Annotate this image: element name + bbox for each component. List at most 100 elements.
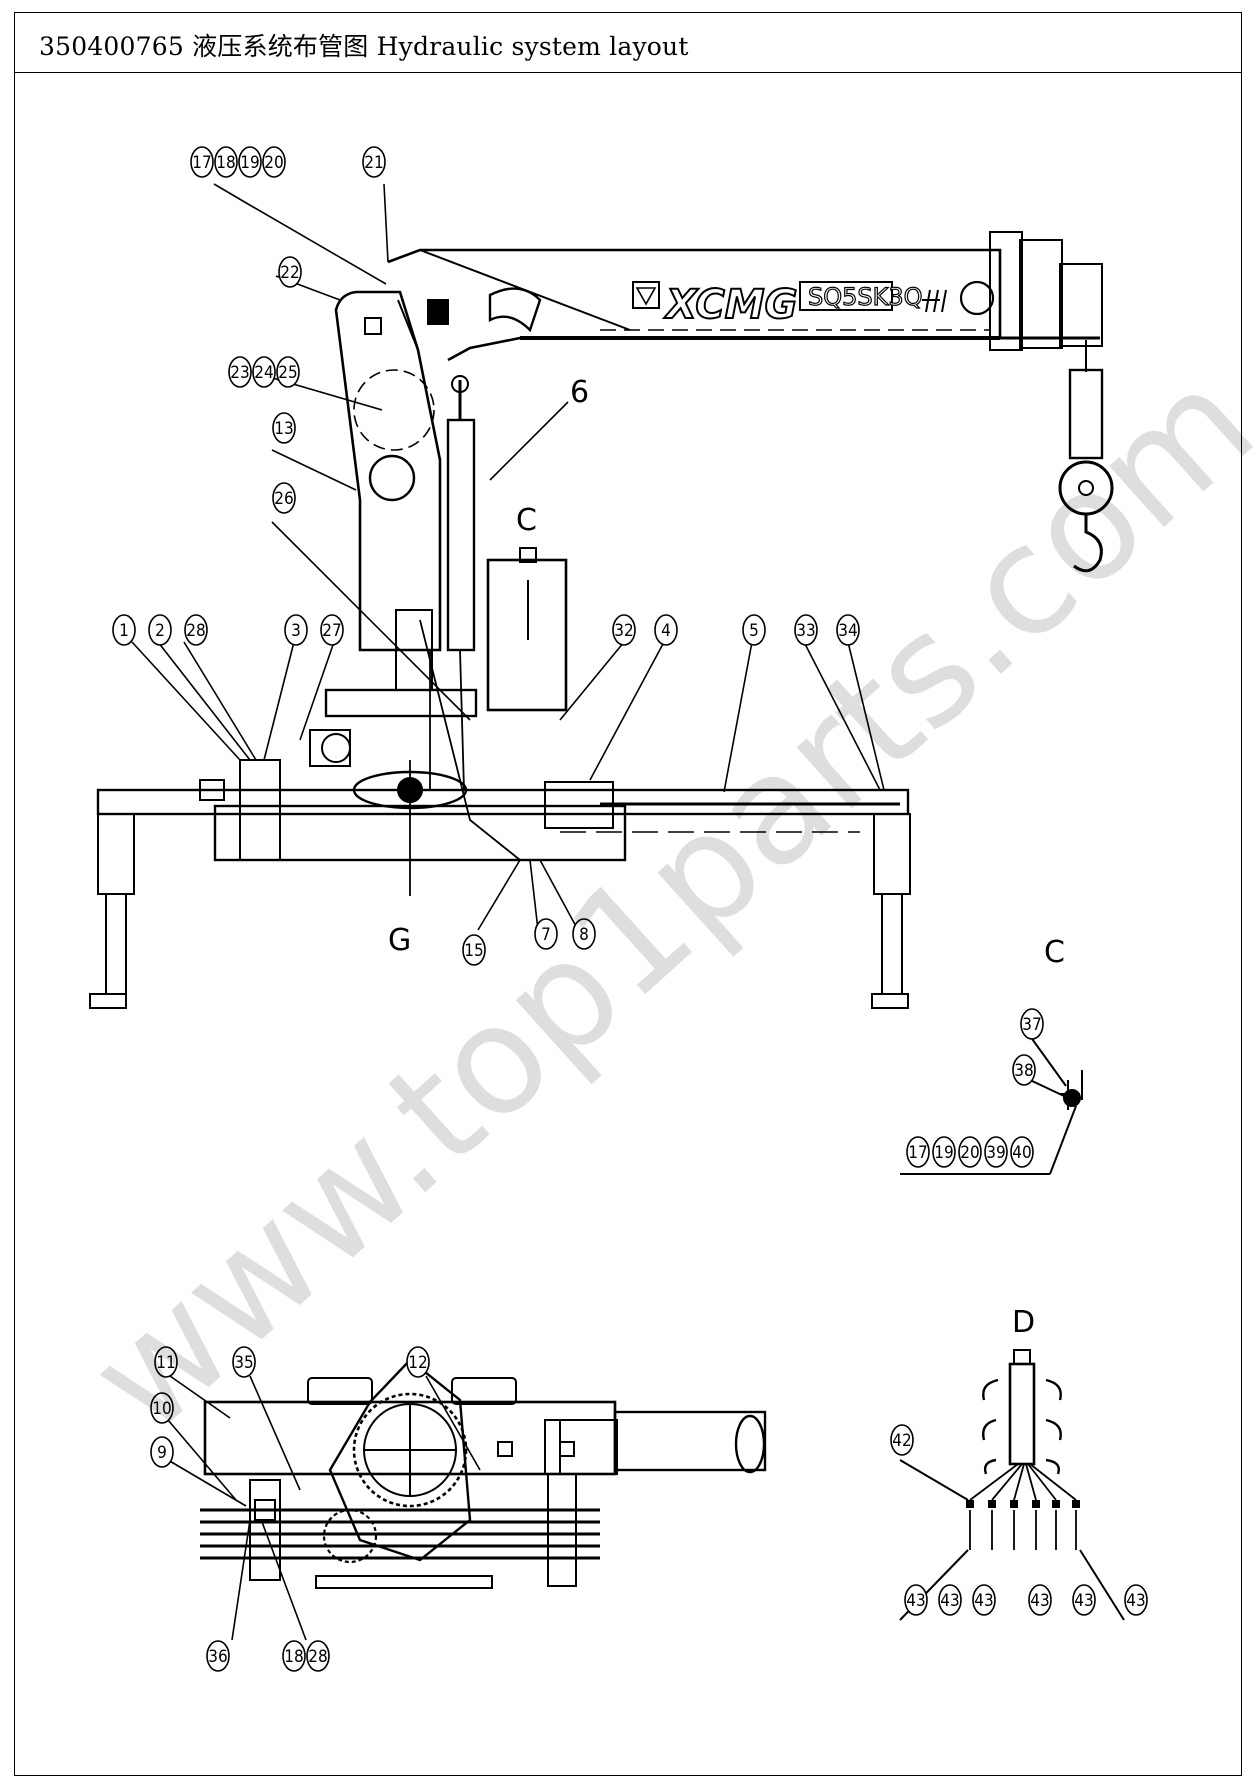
callout-d19: 19	[932, 1136, 956, 1168]
svg-text:12: 12	[408, 1353, 427, 1373]
callout-group-side: 17 18 19 20 21 22 23 24 25 13 26 1 2 28 …	[112, 146, 923, 966]
svg-text:7: 7	[541, 925, 551, 945]
svg-text:38: 38	[1014, 1061, 1033, 1081]
svg-text:20: 20	[960, 1143, 979, 1163]
callout-43f: 43	[1124, 1584, 1148, 1616]
svg-text:8: 8	[579, 925, 589, 945]
page-title: 350400765 液压系统布管图 Hydraulic system layou…	[39, 32, 689, 61]
svg-text:10: 10	[152, 1399, 171, 1419]
callout-b18: 18	[282, 1640, 306, 1672]
callout-5: 5	[742, 614, 766, 646]
callout-20: 20	[262, 146, 286, 178]
svg-text:43: 43	[1126, 1591, 1145, 1611]
callout-18: 18	[214, 146, 238, 178]
svg-text:17: 17	[192, 153, 211, 173]
callout-38: 38	[1012, 1054, 1036, 1086]
callout-32: 32	[612, 614, 636, 646]
svg-text:39: 39	[986, 1143, 1005, 1163]
svg-text:42: 42	[892, 1431, 911, 1451]
svg-text:18: 18	[284, 1647, 303, 1667]
svg-text:32: 32	[614, 621, 633, 641]
svg-text:4: 4	[661, 621, 671, 641]
callout-43b: 43	[938, 1584, 962, 1616]
detail-c-view: C 37 38 17 19 20 39 40	[900, 935, 1083, 1175]
svg-text:17: 17	[908, 1143, 927, 1163]
callout-17: 17	[190, 146, 214, 178]
callout-15: 15	[462, 934, 486, 966]
callout-27: 27	[320, 614, 344, 646]
svg-text:33: 33	[796, 621, 815, 641]
model-plate-text: SQ5SK3Q	[808, 283, 923, 311]
callout-2: 2	[148, 614, 172, 646]
callout-23: 23	[228, 356, 252, 388]
callout-10: 10	[150, 1392, 174, 1424]
detail-d-title: D	[1012, 1305, 1035, 1340]
callout-33: 33	[794, 614, 818, 646]
drawing-frame: 350400765 液压系统布管图 Hydraulic system layou…	[14, 12, 1242, 1776]
callout-25: 25	[276, 356, 300, 388]
crane-plan-view	[200, 1358, 767, 1589]
svg-text:1: 1	[119, 621, 129, 641]
svg-text:43: 43	[974, 1591, 993, 1611]
callout-43a: 43	[904, 1584, 928, 1616]
svg-text:24: 24	[254, 363, 273, 383]
svg-text:23: 23	[230, 363, 249, 383]
callout-37: 37	[1020, 1008, 1044, 1040]
callout-43e: 43	[1072, 1584, 1096, 1616]
svg-text:34: 34	[838, 621, 857, 641]
svg-text:35: 35	[234, 1353, 253, 1373]
callout-6: 6	[570, 375, 589, 410]
svg-text:20: 20	[264, 153, 283, 173]
callout-group-plan: 11 35 12 10 9 36 18 28	[150, 1346, 430, 1672]
callout-7: 7	[534, 918, 558, 950]
callout-4: 4	[654, 614, 678, 646]
callout-28: 28	[184, 614, 208, 646]
view-label-c-top: C	[516, 503, 537, 538]
leader-lines-plan	[167, 1375, 481, 1641]
svg-text:28: 28	[186, 621, 205, 641]
callout-8: 8	[572, 918, 596, 950]
detail-c-title: C	[1044, 935, 1065, 970]
callout-3: 3	[284, 614, 308, 646]
svg-text:37: 37	[1022, 1015, 1041, 1035]
svg-text:2: 2	[155, 621, 165, 641]
svg-text:36: 36	[208, 1647, 227, 1667]
svg-text:25: 25	[278, 363, 297, 383]
crane-side-view	[89, 231, 1114, 1009]
svg-text:3: 3	[291, 621, 301, 641]
svg-text:28: 28	[308, 1647, 327, 1667]
svg-text:43: 43	[940, 1591, 959, 1611]
callout-12: 12	[406, 1346, 430, 1378]
svg-text:13: 13	[274, 419, 293, 439]
svg-text:5: 5	[749, 621, 759, 641]
callout-39: 39	[984, 1136, 1008, 1168]
callout-43d: 43	[1028, 1584, 1052, 1616]
svg-text:19: 19	[934, 1143, 953, 1163]
detail-d-view: D 42 43 43 43 43 43 43	[890, 1305, 1148, 1621]
svg-text:43: 43	[1030, 1591, 1049, 1611]
svg-text:43: 43	[1074, 1591, 1093, 1611]
svg-text:15: 15	[464, 941, 483, 961]
callout-42: 42	[890, 1424, 914, 1456]
svg-text:40: 40	[1012, 1143, 1031, 1163]
callout-35: 35	[232, 1346, 256, 1378]
svg-text:22: 22	[280, 263, 299, 283]
svg-text:26: 26	[274, 489, 293, 509]
callout-24: 24	[252, 356, 276, 388]
watermark-text: www.top1parts.com	[58, 336, 1257, 1467]
title-bar: 350400765 液压系统布管图 Hydraulic system layou…	[15, 13, 1241, 73]
svg-text:18: 18	[216, 153, 235, 173]
callout-43c: 43	[972, 1584, 996, 1616]
callout-9: 9	[150, 1436, 174, 1468]
callout-11: 11	[154, 1346, 178, 1378]
svg-text:9: 9	[157, 1443, 167, 1463]
section-label-g: G	[388, 923, 411, 958]
callout-1: 1	[112, 614, 136, 646]
callout-34: 34	[836, 614, 860, 646]
callout-b28: 28	[306, 1640, 330, 1672]
callout-40: 40	[1010, 1136, 1034, 1168]
svg-text:21: 21	[364, 153, 383, 173]
callout-d20: 20	[958, 1136, 982, 1168]
callout-d17: 17	[906, 1136, 930, 1168]
